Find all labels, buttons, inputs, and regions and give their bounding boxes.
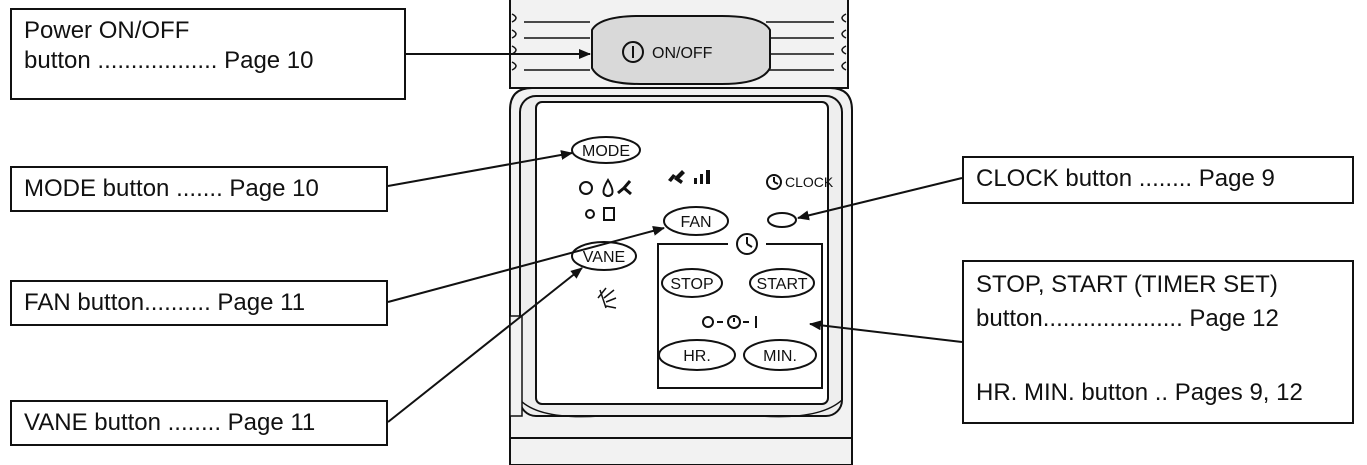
power-callout-line2: button .................. Page 10 [24, 47, 314, 74]
clock-label: CLOCK [785, 174, 834, 190]
mode-button[interactable]: MODE [571, 136, 641, 164]
clock-button[interactable] [767, 212, 797, 228]
clock-callout: CLOCK button ........ Page 9 [962, 156, 1354, 204]
vane-leader [387, 267, 583, 423]
fan-mode-icon [617, 180, 632, 196]
mode-callout: MODE button ....... Page 10 [10, 166, 388, 212]
fan-callout: FAN button.......... Page 11 [10, 280, 388, 326]
mode-callout-text: MODE button ....... Page 10 [24, 175, 319, 202]
clock-icon [766, 174, 782, 190]
vane-button-label: VANE [583, 249, 625, 266]
stop-button[interactable]: STOP [661, 268, 723, 298]
fan-leader [387, 226, 665, 303]
min-button[interactable]: MIN. [743, 339, 817, 371]
hr-button-label: HR. [683, 348, 711, 365]
timer-leader [809, 320, 963, 343]
start-button[interactable]: START [749, 268, 815, 298]
fan-button-label: FAN [680, 214, 711, 231]
heat-icon [603, 207, 615, 221]
mode-leader [387, 150, 573, 187]
power-callout: Power ON/OFF button .................. P… [10, 8, 406, 100]
dry-icon [602, 178, 614, 197]
timer-callout: STOP, START (TIMER SET) button..........… [962, 260, 1354, 424]
vane-swing-icon [597, 287, 617, 309]
power-button-label: ON/OFF [652, 45, 713, 62]
clock-callout-text: CLOCK button ........ Page 9 [976, 165, 1275, 192]
fan-callout-text: FAN button.......... Page 11 [24, 289, 306, 316]
clock-leader [797, 177, 963, 221]
leader-lines [387, 49, 963, 423]
vane-callout-text: VANE button ........ Page 11 [24, 409, 316, 436]
auto-icon [585, 209, 595, 219]
min-button-label: MIN. [763, 348, 797, 365]
timer-panel [657, 233, 823, 389]
clock-indicator: CLOCK [766, 174, 834, 190]
mode-icons [579, 178, 632, 221]
cool-icon [579, 181, 593, 195]
stop-button-label: STOP [670, 276, 713, 293]
fan-speed-icon [668, 170, 710, 184]
power-button[interactable]: ON/OFF [591, 15, 771, 85]
fan-button[interactable]: FAN [663, 206, 729, 236]
power-callout-line1: Power ON/OFF [24, 17, 190, 44]
power-icon [622, 41, 644, 63]
vane-button[interactable]: VANE [571, 241, 637, 271]
hr-button[interactable]: HR. [658, 339, 736, 371]
vane-callout: VANE button ........ Page 11 [10, 400, 388, 446]
start-button-label: START [757, 276, 808, 293]
timer-sequence-icons [702, 315, 757, 329]
timer-callout-line1: STOP, START (TIMER SET) [976, 271, 1278, 298]
timer-callout-line2: button..................... Page 12 [976, 305, 1279, 332]
mode-button-label: MODE [582, 143, 630, 160]
timer-callout-line3: HR. MIN. button .. Pages 9, 12 [976, 379, 1303, 406]
